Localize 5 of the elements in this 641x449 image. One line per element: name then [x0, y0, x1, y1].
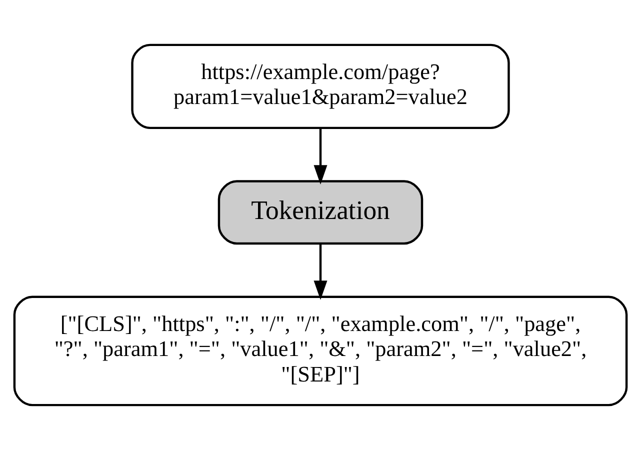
arrow [314, 128, 328, 184]
node-box: ["[CLS]", "https", ":", "/", "/", "example.com", "/", "page", "?", "param1", "=", "value1", "&", "param2", "=", "value2", "[SEP]"] [13, 295, 628, 406]
node-box: https://example.com/page? param1=value1&param2=value2 [131, 43, 510, 129]
node-box: Tokenization [218, 180, 424, 244]
arrow [314, 243, 328, 300]
